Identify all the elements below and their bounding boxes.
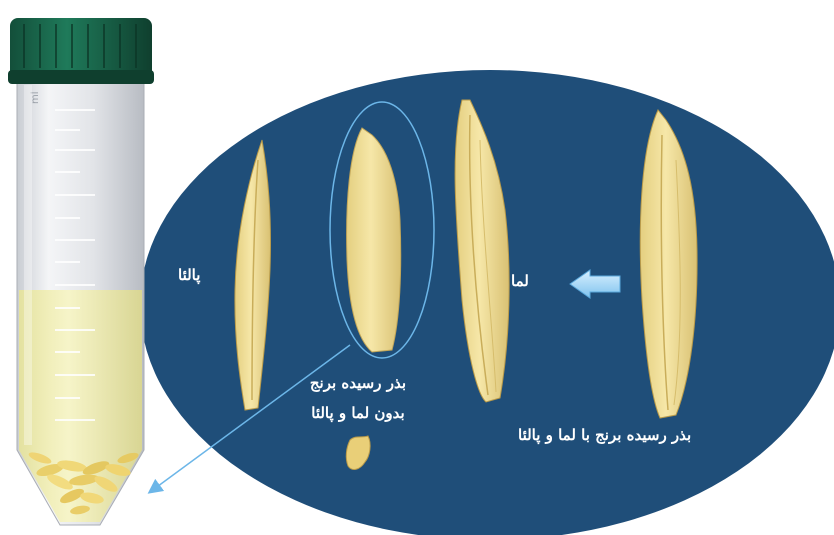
- tube-liquid: [19, 290, 142, 522]
- dehulled-seed-label: بذر رسیده برنج بدون لما و پالئا: [310, 368, 406, 428]
- dehulled-seed-label-line2: بدون لما و پالئا: [310, 398, 406, 428]
- tube-cap: [8, 18, 154, 84]
- centrifuge-tube: ml: [17, 80, 144, 525]
- hulled-seed-label: بذر رسیده برنج با لما و پالئا: [518, 426, 691, 444]
- dehulled-seed-label-line1: بذر رسیده برنج: [310, 368, 406, 398]
- palea-label: پالئا: [178, 266, 200, 284]
- lemma-label: لما: [511, 272, 529, 290]
